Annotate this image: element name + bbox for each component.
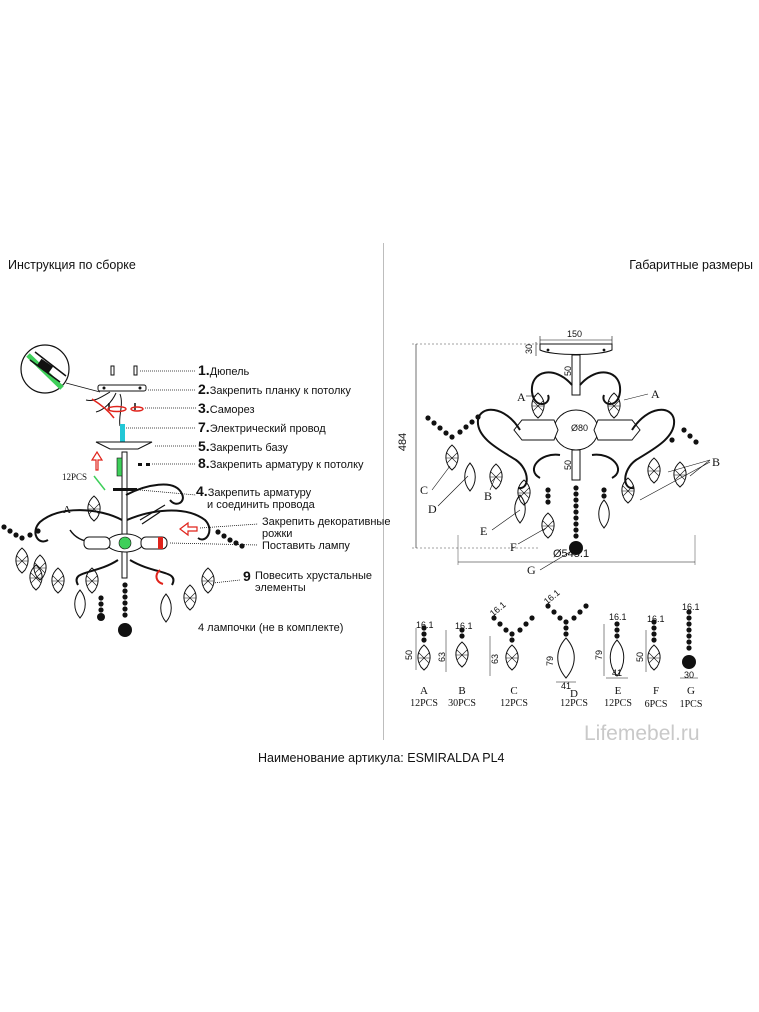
- label-e: E: [480, 524, 488, 538]
- label-d: D: [428, 502, 437, 516]
- dimensions-title: Габаритные размеры: [629, 258, 753, 272]
- label-g: G: [527, 563, 536, 577]
- part-d-b: 41: [561, 681, 572, 691]
- assembly-title: Инструкция по сборке: [8, 258, 136, 272]
- part-b-w: 16.1: [455, 621, 473, 631]
- part-g-b: 30: [684, 670, 695, 680]
- label-c: C: [420, 483, 429, 497]
- part-f-letter: F: [652, 685, 660, 697]
- part-e-b: 41: [612, 668, 623, 678]
- dim-diameter: Ø545.1: [553, 548, 590, 560]
- step-lamp: Поставить лампу: [262, 540, 350, 552]
- step-2: 2.Закрепить планку к потолку: [198, 381, 351, 397]
- lamps-note: 4 лампочки (не в комплекте): [198, 622, 344, 634]
- part-a-h: 50: [404, 649, 415, 661]
- part-f-pcs: 6PCS: [644, 699, 668, 710]
- part-a-w: 16.1: [416, 620, 434, 630]
- part-b-letter: B: [458, 685, 466, 697]
- part-g-w: 16.1: [682, 602, 700, 612]
- part-e-letter: E: [614, 685, 622, 697]
- center-divider: [383, 243, 384, 740]
- step-1: 1.Дюпель: [198, 362, 250, 378]
- part-d-letter: D: [570, 688, 578, 700]
- part-e-h: 79: [594, 649, 605, 661]
- dim-height: 484: [397, 432, 410, 452]
- part-d-pcs: 12PCS: [560, 698, 588, 709]
- dim-top-height: 30: [524, 343, 535, 355]
- part-d-h: 79: [545, 655, 556, 667]
- dim-stem-lower: 50: [563, 459, 574, 471]
- part-g-pcs: 1PCS: [679, 699, 703, 710]
- step-9: 9: [243, 568, 251, 584]
- step-7: 7.Электрический провод: [198, 419, 326, 435]
- label-f: F: [510, 540, 517, 554]
- step-5: 5.Закрепить базу: [198, 438, 288, 454]
- part-c-letter: C: [510, 685, 518, 697]
- part-a-letter: A: [420, 685, 428, 697]
- part-e-w: 16.1: [609, 612, 627, 622]
- dim-stem: 50: [563, 365, 574, 377]
- part-b-h: 63: [437, 651, 448, 663]
- part-a-pcs: 12PCS: [410, 698, 438, 709]
- part-f-h: 50: [635, 651, 646, 663]
- part-f-w: 16.1: [647, 614, 665, 624]
- article-name: Наименование артикула: ESMIRALDA PL4: [258, 751, 505, 765]
- label-a-1: A: [517, 390, 526, 404]
- part-e-pcs: 12PCS: [604, 698, 632, 709]
- part-c-pcs: 12PCS: [500, 698, 528, 709]
- watermark: Lifemebel.ru: [584, 722, 700, 745]
- parts-row: [415, 603, 698, 683]
- dimension-drawing: [412, 336, 711, 571]
- step-8: 8.Закрепить арматуру к потолку: [198, 455, 364, 471]
- dim-top-width: 150: [567, 329, 583, 339]
- label-12pcs: 12PCS: [62, 472, 88, 482]
- step-3: 3.Саморез: [198, 400, 255, 416]
- label-b-2: B: [712, 455, 721, 469]
- part-c-h: 63: [490, 653, 501, 665]
- label-b-1: B: [484, 489, 493, 503]
- assembly-drawing: [1, 344, 259, 637]
- dim-center: Ø80: [571, 423, 589, 433]
- part-g-letter: G: [687, 685, 695, 697]
- label-a-2: A: [651, 387, 660, 401]
- part-b-pcs: 30PCS: [448, 698, 476, 709]
